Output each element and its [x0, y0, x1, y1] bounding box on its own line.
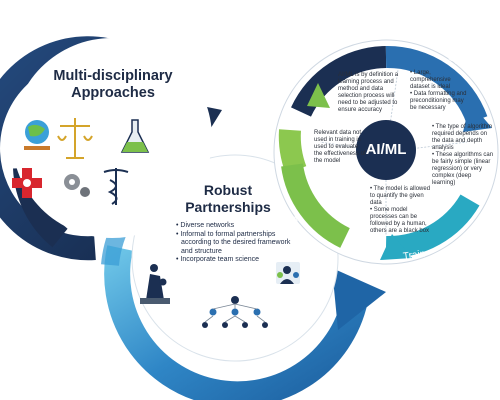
partnerships-bullet: • Informal to formal partnerships accord… [176, 230, 291, 255]
partnerships-bullet: • Diverse networks [176, 222, 235, 229]
iterate-text: AI/ML is by definition a learning proces… [338, 72, 399, 113]
team-hierarchy-icon [202, 296, 268, 328]
meeting-people-icon [276, 262, 300, 284]
gears-icon [64, 174, 90, 197]
evaluate-arc [281, 163, 351, 248]
evaluate-text: Relevant data not used in training is us… [314, 130, 366, 164]
partnerships-title-line2: Partnerships [185, 199, 271, 215]
approaches-title: Multi-disciplinary Approaches [18, 68, 208, 102]
data-text: • Large, comprehensive dataset is ideal … [410, 70, 472, 112]
algorithm-text: • The type of algorithm required depends… [432, 124, 494, 187]
data-bullet: • Large, comprehensive dataset is ideal [410, 70, 451, 90]
approaches-circle [12, 38, 212, 238]
aiml-cycle [273, 39, 499, 265]
partnerships-bullets: • Diverse networks • Informal to formal … [176, 222, 294, 265]
partnerships-bullet: • Incorporate team science [176, 256, 260, 264]
algorithm-bullet: • The type of algorithm required depends… [432, 124, 493, 151]
flask-icon [120, 119, 150, 153]
evaluate-arc-top [278, 129, 307, 174]
train-text: • The model is allowed to quantify the g… [370, 186, 434, 235]
people-climbing-icon [140, 264, 170, 304]
globe-icon [24, 120, 50, 150]
data-bullet: • Data formatting and preconditioning ma… [410, 91, 467, 111]
scales-of-justice-icon [57, 118, 93, 159]
caduceus-icon [103, 168, 129, 205]
middle-arrowhead [332, 268, 386, 330]
aiml-hub [356, 120, 416, 180]
train-bullet: • The model is allowed to quantify the g… [370, 186, 431, 206]
approaches-title-line1: Multi-disciplinary [53, 68, 173, 84]
train-bullet: • Some model processes can be followed b… [370, 207, 430, 234]
partnerships-title-line1: Robust [203, 182, 253, 198]
aiml-center-label: AI/ML [365, 141, 407, 158]
partnerships-title: Robust Partnerships [168, 182, 288, 216]
approaches-title-line2: Approaches [71, 85, 155, 101]
iterate-arc [291, 46, 387, 117]
algorithm-bullet: • These algorithms can be fairly simple … [432, 152, 494, 186]
veterinary-cross-icon [12, 168, 42, 198]
